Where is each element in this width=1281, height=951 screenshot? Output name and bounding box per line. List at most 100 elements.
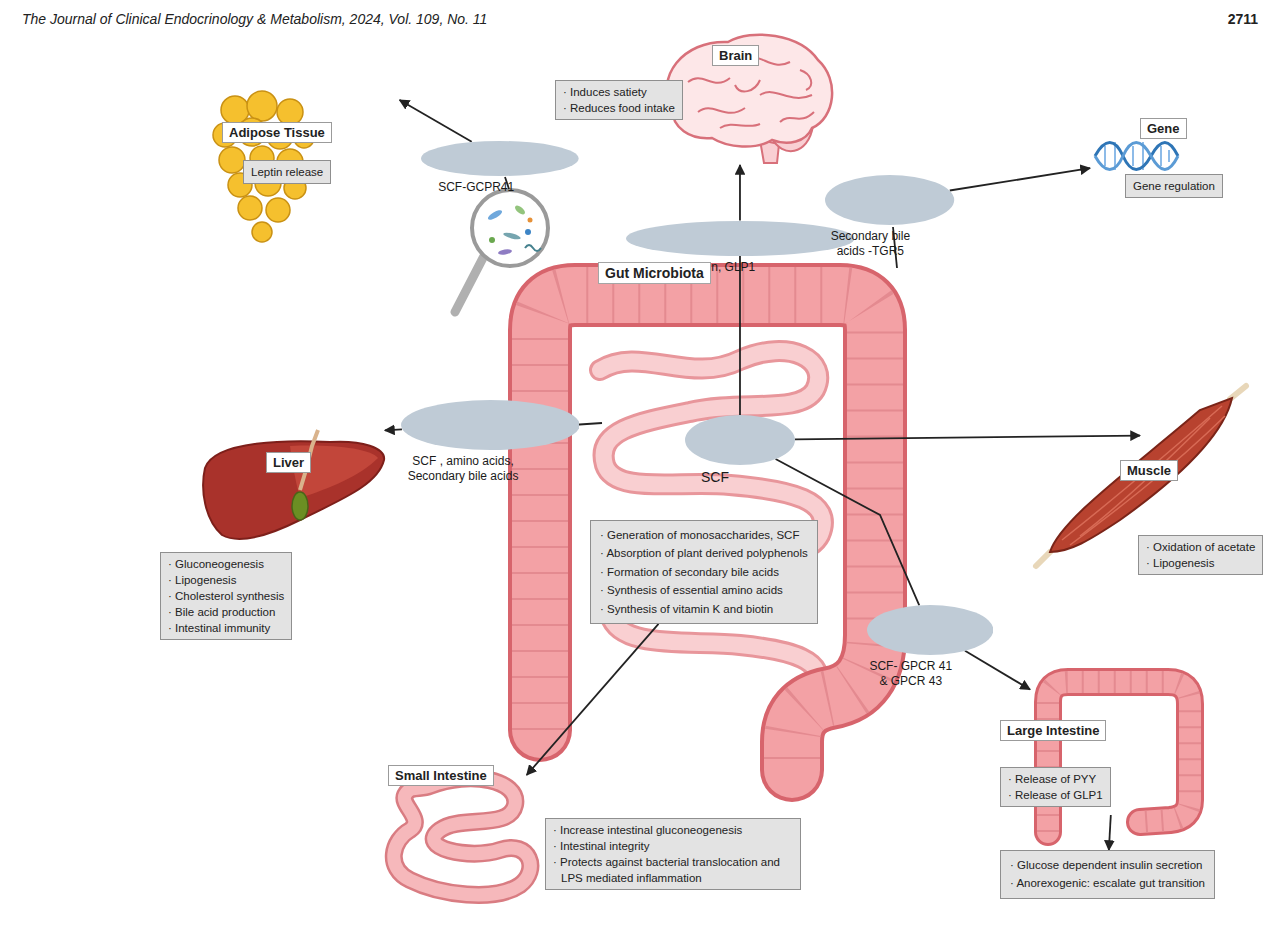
pathway-label: SCF <box>685 469 745 487</box>
function-list: · Release of PYY· Release of GLP1 <box>1000 767 1111 807</box>
arrow-connector <box>950 168 1090 190</box>
arrow-connector <box>400 100 472 142</box>
ellipse-shape <box>685 415 795 465</box>
arrow-connector <box>739 165 741 221</box>
organ-heading: Adipose Tissue <box>222 122 332 143</box>
arrow-connector <box>739 256 741 416</box>
organ-node: Muscle· Oxidation of acetate· Lipogenesi… <box>1140 395 1235 475</box>
bullet-text: · Intestinal integrity <box>553 838 793 854</box>
bullet-text: · Protects against bacterial translocati… <box>553 854 793 886</box>
gyrus <box>698 108 745 113</box>
ellipse-text-block: SCF- GPCR 41 & GPCR 43 <box>867 659 955 689</box>
bullet-text: · Intestinal immunity <box>168 620 284 636</box>
microbe <box>498 248 513 255</box>
ellipse-fill <box>401 400 580 450</box>
bullet-text: · Bile acid production <box>168 604 284 620</box>
header-text: 2711 <box>1228 11 1258 27</box>
ellipse-fill <box>626 221 855 256</box>
organ-node: GeneGene regulation <box>1090 115 1225 200</box>
magnifier-icon <box>455 190 548 312</box>
pathway-label: SCF , amino acids, Secondary bile acids <box>401 454 526 484</box>
organ-node: Adipose TissueLeptin release <box>300 60 430 100</box>
small-intestine-outline <box>394 778 531 895</box>
gyrus <box>688 78 730 83</box>
bullet-text: · Absorption of plant derived polyphenol… <box>600 544 808 562</box>
arrow-connector <box>527 624 659 775</box>
colon-illustration <box>540 295 875 770</box>
brain-illustration <box>667 35 832 163</box>
organ-heading: Large Intestine <box>1000 720 1106 741</box>
arrow-connector <box>1109 815 1111 850</box>
bullet-text: · Gluconeogenesis <box>168 556 284 572</box>
function-list: · Oxidation of acetate· Lipogenesis <box>1138 535 1263 575</box>
arrow-connector <box>385 429 402 432</box>
bullet-text: · Increase intestinal gluconeogenesis <box>553 822 793 838</box>
pathway-ellipse: SCF <box>685 415 795 465</box>
organ-heading: Brain <box>712 45 759 66</box>
microbe <box>513 204 526 216</box>
organ-heading: Small Intestine <box>388 765 494 786</box>
large-intestine-fill <box>1048 682 1190 832</box>
header-text: The Journal of Clinical Endocrinology & … <box>22 11 487 27</box>
bullet-text: · Release of PYY <box>1008 771 1103 787</box>
bullet-text: · Oxidation of acetate <box>1146 539 1255 555</box>
liver-illustration <box>203 430 384 539</box>
microbiota-label-box: Gut Microbiota <box>598 262 711 284</box>
bullet-text: Leptin release <box>251 164 323 180</box>
ellipse-text-block: SCF <box>685 469 745 487</box>
large-intestine-haustra <box>1048 682 1190 832</box>
bullet-text: Gene regulation <box>1133 178 1215 194</box>
ellipse-text-block: SCF , amino acids, Secondary bile acids <box>401 454 526 484</box>
organ-node: Brain· Induces satiety· Reduces food int… <box>648 28 832 165</box>
bullet-text: · Anorexogenic: escalate gut transition <box>1010 874 1205 892</box>
ellipse-text-block: SCF-GCPR41 <box>421 180 531 195</box>
magnifier-handle <box>455 256 484 312</box>
microbe <box>487 208 504 221</box>
muscle-shape <box>1050 398 1232 552</box>
organ-node: Liver· Gluconeogenesis· Lipogenesis· Cho… <box>200 405 385 465</box>
organ-node: Large Intestine· Release of PYY· Release… <box>1030 665 1200 815</box>
organ-node: Small Intestine· Increase intestinal glu… <box>380 775 560 905</box>
function-list: Gene regulation <box>1125 174 1223 198</box>
gyrus <box>735 80 760 91</box>
gyrus <box>780 112 814 122</box>
large-intestine-outline <box>1048 682 1190 832</box>
dna-rung <box>1132 146 1134 166</box>
dna-rung <box>1160 146 1162 166</box>
fat-cell <box>252 222 272 242</box>
function-box: · Glucose dependent insulin secretion· A… <box>1000 850 1215 899</box>
liver-shape <box>203 441 384 539</box>
bullet-text: · Generation of monosaccharides, SCF <box>600 526 808 544</box>
bullet-text: · Glucose dependent insulin secretion <box>1010 856 1205 874</box>
bullet-text: · Induces satiety <box>563 84 675 100</box>
small-intestine-fill <box>394 778 531 895</box>
bullet-text: · Lipogenesis <box>168 572 284 588</box>
ellipse-shape <box>867 605 993 655</box>
fat-cell <box>219 147 245 173</box>
gyrus <box>800 70 811 90</box>
striation <box>1062 406 1222 540</box>
pathway-ellipse: SCF- GPCR 41 & GPCR 43 <box>867 605 993 655</box>
pathway-label: Secondary bile acids -TGR5 <box>825 229 915 259</box>
ellipse-fill <box>825 175 954 225</box>
arrow-connector <box>965 651 1030 690</box>
bullet-text: · Release of GLP1 <box>1008 787 1103 803</box>
connector-group <box>385 100 1140 850</box>
ellipse-fill <box>421 141 579 176</box>
organ-heading: Liver <box>266 452 311 473</box>
fat-cell <box>238 196 262 220</box>
ellipse-fill <box>685 415 795 465</box>
organ-heading: Gene <box>1140 118 1187 139</box>
pathway-ellipse: SCF , amino acids, Secondary bile acids <box>401 400 580 450</box>
bullet-text: · Cholesterol synthesis <box>168 588 284 604</box>
bullet-text: · Reduces food intake <box>563 100 675 116</box>
colon-outline <box>540 295 875 770</box>
arrow-connector <box>795 436 1140 440</box>
organ-heading: Muscle <box>1120 460 1178 481</box>
microbe <box>528 218 533 223</box>
tendon <box>1036 552 1050 566</box>
pathway-ellipse: SCF-GCPR41 <box>421 141 579 176</box>
bullet-text: · Formation of secondary bile acids <box>600 563 808 581</box>
ellipse-text-block: Secondary bile acids -TGR5 <box>825 229 915 259</box>
